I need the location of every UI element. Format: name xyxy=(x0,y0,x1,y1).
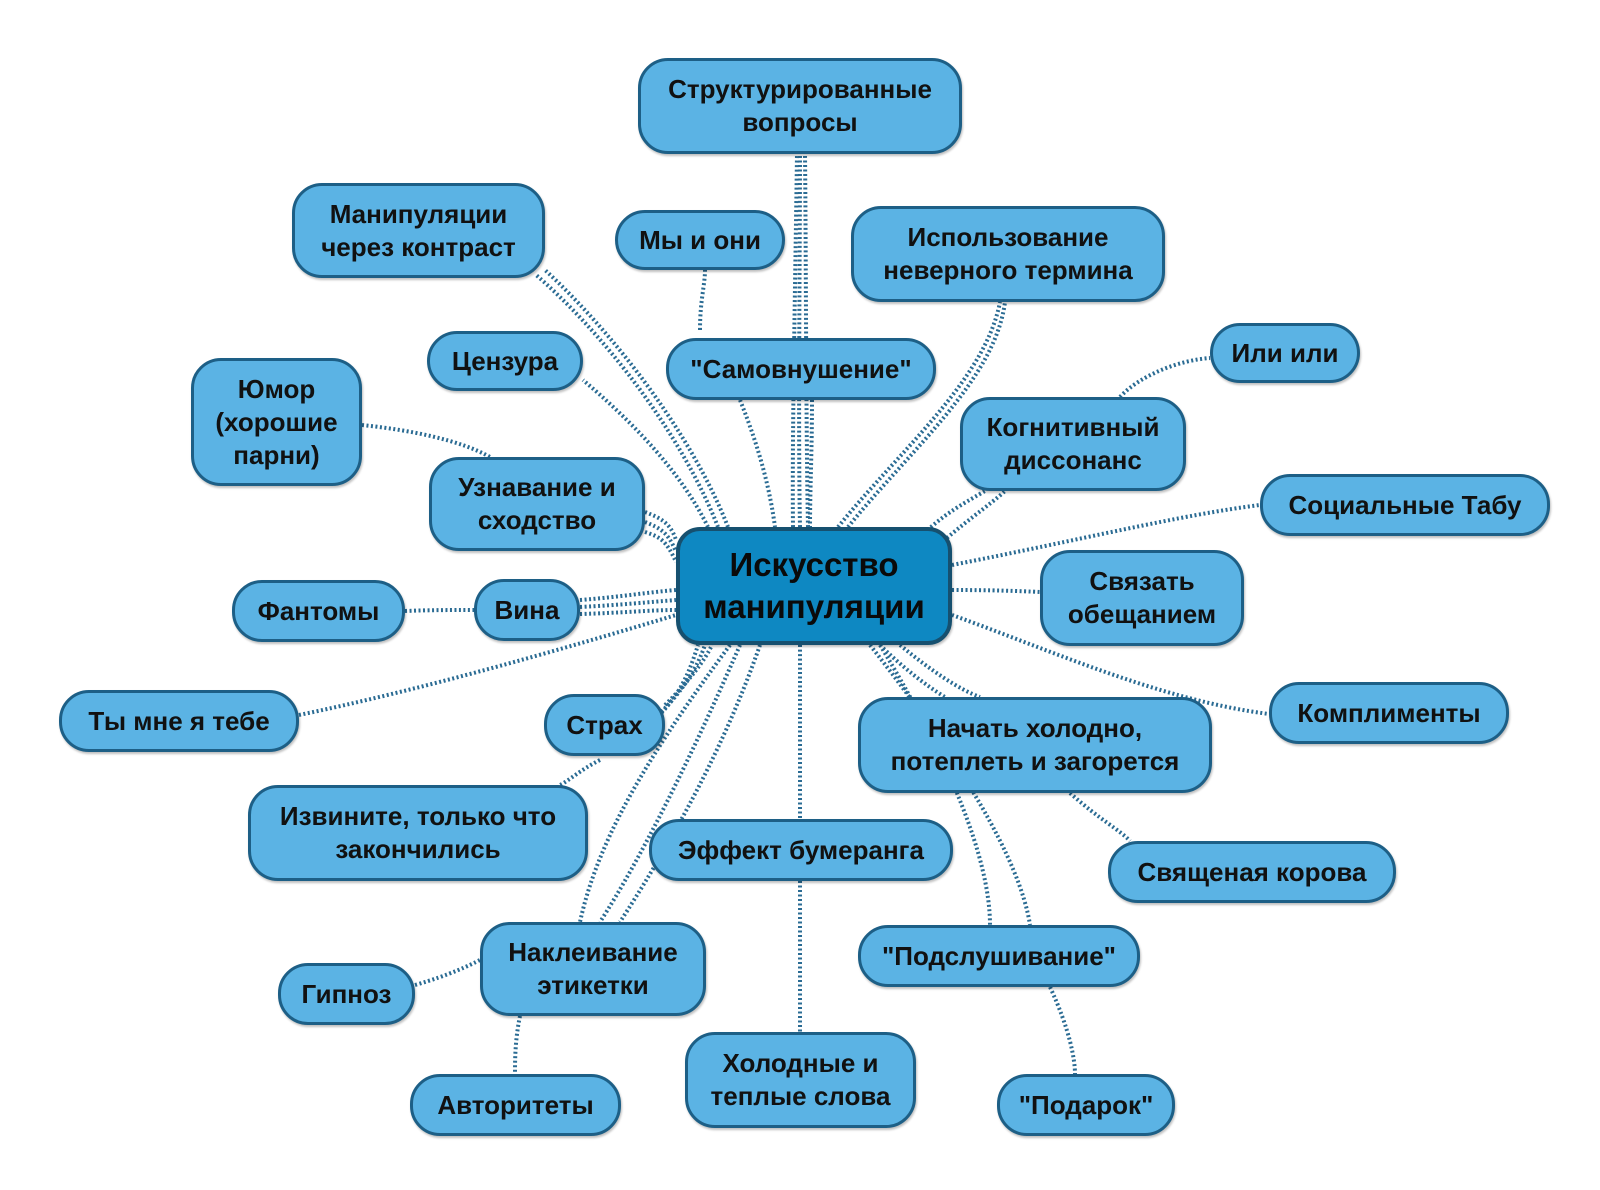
node-cognitive-dissonance[interactable]: Когнитивный диссонанс xyxy=(960,397,1186,491)
connector-line xyxy=(836,301,1002,529)
connector-line xyxy=(298,613,677,717)
connector-line xyxy=(559,758,601,787)
node-labeling[interactable]: Наклеивание этикетки xyxy=(480,922,706,1016)
connector-line xyxy=(738,399,777,528)
connector-line xyxy=(578,643,732,923)
node-eavesdropping[interactable]: "Подслушивание" xyxy=(858,925,1140,987)
connector-line xyxy=(1118,356,1211,399)
connector-line xyxy=(414,958,481,987)
connector-line xyxy=(663,644,714,707)
connector-line xyxy=(928,489,1007,555)
connector-line xyxy=(543,268,730,528)
connector-line xyxy=(951,613,1270,716)
connector-line xyxy=(803,153,810,528)
node-structured-questions[interactable]: Структурированные вопросы xyxy=(638,58,962,154)
node-sacred-cow[interactable]: Священая корова xyxy=(1108,841,1396,903)
connector-line xyxy=(898,643,981,699)
connector-line xyxy=(513,1015,522,1075)
connector-line xyxy=(533,272,720,528)
node-compliments[interactable]: Комплименты xyxy=(1269,682,1509,744)
central-node[interactable]: Искусство манипуляции xyxy=(676,527,952,645)
node-either-or[interactable]: Или или xyxy=(1210,323,1360,383)
node-wrong-term[interactable]: Использование неверного термина xyxy=(851,206,1165,302)
node-social-taboo[interactable]: Социальные Табу xyxy=(1260,474,1550,536)
connector-line xyxy=(846,301,1007,529)
node-recognition-similarity[interactable]: Узнавание и сходство xyxy=(429,457,645,551)
node-humor[interactable]: Юмор (хорошие парни) xyxy=(191,358,362,486)
node-hypnosis[interactable]: Гипноз xyxy=(278,963,415,1025)
connector-line xyxy=(808,399,814,528)
connector-line xyxy=(653,644,707,720)
node-gift[interactable]: "Подарок" xyxy=(997,1074,1175,1136)
node-bind-by-promise[interactable]: Связать обещанием xyxy=(1040,550,1244,646)
connector-line xyxy=(404,608,475,613)
node-guilt[interactable]: Вина xyxy=(474,579,580,641)
connector-line xyxy=(1048,986,1077,1075)
connector-line xyxy=(598,644,742,924)
node-phantoms[interactable]: Фантомы xyxy=(232,580,405,642)
node-cold-warm-words[interactable]: Холодные и теплые слова xyxy=(685,1032,916,1128)
connector-line xyxy=(644,530,678,563)
connector-line xyxy=(579,588,677,602)
node-start-cold[interactable]: Начать холодно, потеплеть и загорется xyxy=(858,697,1212,793)
connector-line xyxy=(579,598,677,609)
node-self-suggestion[interactable]: "Самовнушение" xyxy=(666,338,936,400)
connector-line xyxy=(951,503,1261,567)
connector-line xyxy=(361,423,491,459)
node-boomerang-effect[interactable]: Эффект бумеранга xyxy=(649,819,953,881)
connector-line xyxy=(878,643,992,926)
node-sorry-sold-out[interactable]: Извините, только что закончились xyxy=(248,785,588,881)
connector-line xyxy=(581,378,710,528)
connector-line xyxy=(579,608,677,616)
connector-line xyxy=(618,644,762,924)
connector-line xyxy=(644,520,678,553)
node-censorship[interactable]: Цензура xyxy=(427,331,583,391)
node-contrast-manipulation[interactable]: Манипуляции через контраст xyxy=(292,183,545,278)
connector-line xyxy=(790,153,799,528)
connector-line xyxy=(1068,791,1132,843)
node-authorities[interactable]: Авторитеты xyxy=(410,1074,621,1136)
connector-line xyxy=(868,643,1032,926)
node-fear[interactable]: Страх xyxy=(544,694,665,756)
connector-line xyxy=(698,269,707,331)
node-we-and-they[interactable]: Мы и они xyxy=(615,210,785,270)
connector-line xyxy=(797,153,802,528)
connector-line xyxy=(951,588,1041,594)
node-you-me[interactable]: Ты мне я тебе xyxy=(59,690,299,752)
